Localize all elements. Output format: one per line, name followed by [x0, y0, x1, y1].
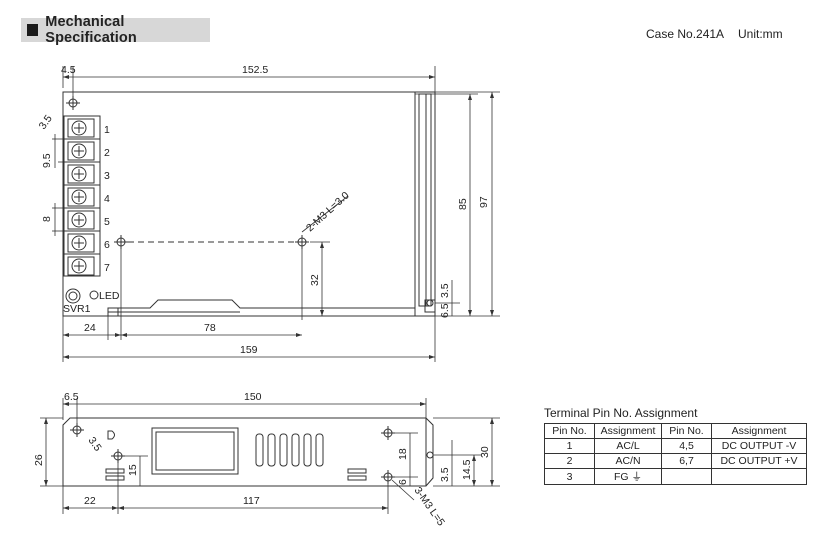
- terminal-screw: [67, 233, 95, 253]
- dim-32: 32: [309, 274, 321, 286]
- unit-label: Unit:mm: [738, 27, 783, 41]
- dim-3-5-side: 3.5: [439, 283, 451, 298]
- led-label: LED: [99, 290, 120, 302]
- table-header-row: Pin No. Assignment Pin No. Assignment: [544, 423, 807, 439]
- dim-14-5: 14.5: [461, 459, 473, 480]
- table-header-cell: Assignment: [594, 423, 662, 439]
- terminal-screw: [67, 141, 95, 161]
- mounting-hole-icon: [111, 449, 125, 463]
- header-square-icon: [27, 24, 39, 36]
- terminal-number: 2: [104, 147, 110, 159]
- top-view-dimension-lines: [52, 66, 500, 362]
- table-cell: 1: [544, 438, 595, 454]
- dim-4-5: 4.5: [61, 64, 76, 76]
- dim-117: 117: [243, 495, 260, 507]
- mounting-hole-icon: [426, 299, 434, 307]
- terminal-screw: [67, 210, 95, 230]
- terminal-screw: [67, 256, 95, 276]
- dim-85: 85: [457, 198, 469, 210]
- table-cell: FG ⏚: [594, 468, 662, 485]
- arrowheads: [44, 402, 494, 510]
- section-title: Mechanical Specification: [45, 14, 137, 46]
- dim-6: 6: [397, 479, 409, 485]
- terminal-screw: [67, 187, 95, 207]
- hole-note-side: 3-M3 L=5: [412, 485, 448, 529]
- dim-8: 8: [41, 216, 53, 222]
- side-view-dimension-lines: [40, 398, 500, 514]
- terminal-number: 6: [104, 239, 110, 251]
- table-row: 1 AC/L 4,5 DC OUTPUT -V: [544, 438, 807, 454]
- hole-note-top: 2-M3 L=3.0: [304, 189, 352, 234]
- terminal-number: 7: [104, 262, 110, 274]
- table-row: 2 AC/N 6,7 DC OUTPUT +V: [544, 453, 807, 469]
- terminal-number: 3: [104, 170, 110, 182]
- table-cell: AC/N: [594, 453, 662, 469]
- table-header-cell: Pin No.: [544, 423, 595, 439]
- dim-24: 24: [84, 322, 96, 334]
- table-header-cell: Assignment: [711, 423, 807, 439]
- led-icon: [89, 290, 99, 300]
- table-cell: 2: [544, 453, 595, 469]
- pin-assignment-table: Pin No. Assignment Pin No. Assignment 1 …: [544, 423, 807, 485]
- arrowheads: [63, 75, 494, 359]
- table-cell: 3: [544, 468, 595, 485]
- dim-78: 78: [204, 322, 216, 334]
- table-cell: 4,5: [661, 438, 712, 454]
- table-header-cell: Pin No.: [661, 423, 712, 439]
- dim-97: 97: [478, 196, 490, 208]
- terminal-number: 1: [104, 124, 110, 136]
- svr-potentiometer-icon: [65, 288, 81, 304]
- dim-18: 18: [397, 448, 409, 460]
- dim-3-5-hole-side: 3.5: [86, 435, 104, 454]
- pin-table-title: Terminal Pin No. Assignment: [544, 406, 698, 420]
- dim-6-5: 6.5: [64, 391, 79, 403]
- svr-label: SVR1: [63, 303, 91, 315]
- mounting-hole-icon: [66, 96, 80, 110]
- case-number: Case No.241A: [646, 27, 725, 41]
- mounting-hole-icon: [295, 235, 309, 249]
- table-cell: [711, 468, 807, 485]
- table-cell: DC OUTPUT +V: [711, 453, 807, 469]
- table-cell: AC/L: [594, 438, 662, 454]
- terminal-screw: [67, 118, 95, 138]
- section-header: Mechanical Specification: [21, 14, 210, 46]
- dim-3-5-hole: 3.5: [37, 113, 55, 132]
- mounting-hole-icon: [381, 470, 395, 484]
- mounting-hole-icon: [114, 235, 128, 249]
- terminal-number: 4: [104, 193, 110, 205]
- terminal-number: 5: [104, 216, 110, 228]
- terminal-block: [63, 115, 101, 277]
- terminal-screw: [67, 164, 95, 184]
- table-cell: 6,7: [661, 453, 712, 469]
- dim-6-5-side: 6.5: [439, 303, 451, 318]
- side-view-outline: [62, 417, 434, 487]
- dim-9-5: 9.5: [41, 153, 53, 168]
- dim-22: 22: [84, 495, 96, 507]
- mounting-hole-icon: [426, 451, 434, 459]
- dim-3-5-right: 3.5: [439, 467, 451, 482]
- dim-30: 30: [479, 446, 491, 458]
- mounting-hole-icon: [381, 426, 395, 440]
- table-cell: DC OUTPUT -V: [711, 438, 807, 454]
- table-cell: [661, 468, 712, 485]
- dim-159: 159: [240, 344, 258, 356]
- dim-152-5: 152.5: [242, 64, 268, 76]
- top-view-outline: [62, 91, 436, 317]
- dim-150: 150: [244, 391, 262, 403]
- table-row: 3 FG ⏚: [544, 468, 807, 485]
- dim-15: 15: [127, 464, 139, 476]
- dim-26: 26: [33, 454, 45, 466]
